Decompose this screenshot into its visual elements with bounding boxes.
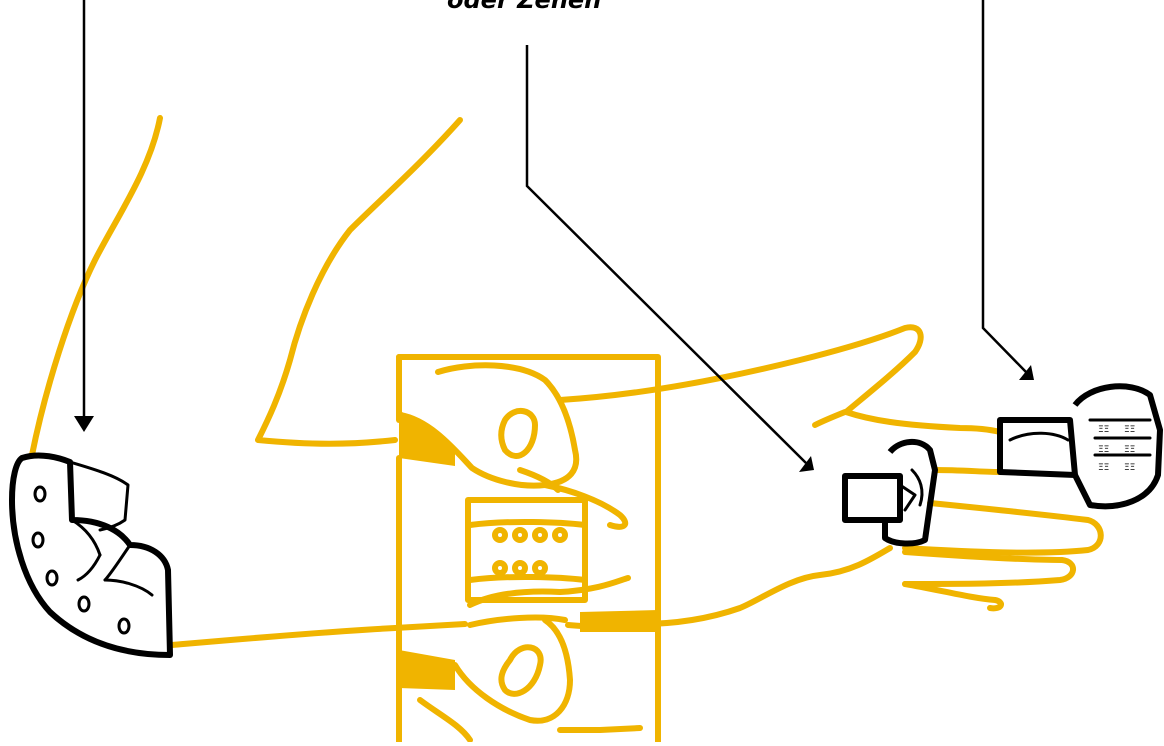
gripping-hands-illustration bbox=[399, 357, 658, 742]
leader-arrow-left bbox=[74, 0, 94, 432]
svg-text:ΞΞ: ΞΞ bbox=[1098, 425, 1109, 435]
leader-arrow-right bbox=[983, 0, 1034, 380]
arm-hand-illustration bbox=[32, 118, 1101, 645]
finger-ring-icon bbox=[845, 442, 935, 544]
elbow-pad-icon bbox=[12, 455, 170, 655]
svg-text:ΞΞ: ΞΞ bbox=[1098, 463, 1109, 473]
svg-text:ΞΞ: ΞΞ bbox=[1098, 445, 1109, 455]
finger-ring-icon-large: ΞΞ ΞΞ ΞΞ ΞΞ ΞΞ ΞΞ bbox=[1000, 386, 1160, 506]
caption-oder-zehen: oder Zehen bbox=[447, 0, 601, 12]
block-dots bbox=[495, 530, 565, 573]
leader-arrow-middle bbox=[527, 45, 814, 472]
svg-text:ΞΞ: ΞΞ bbox=[1124, 445, 1135, 455]
ring-markings: ΞΞ ΞΞ ΞΞ ΞΞ ΞΞ ΞΞ bbox=[1098, 425, 1135, 473]
svg-text:ΞΞ: ΞΞ bbox=[1124, 463, 1135, 473]
svg-text:ΞΞ: ΞΞ bbox=[1124, 425, 1135, 435]
